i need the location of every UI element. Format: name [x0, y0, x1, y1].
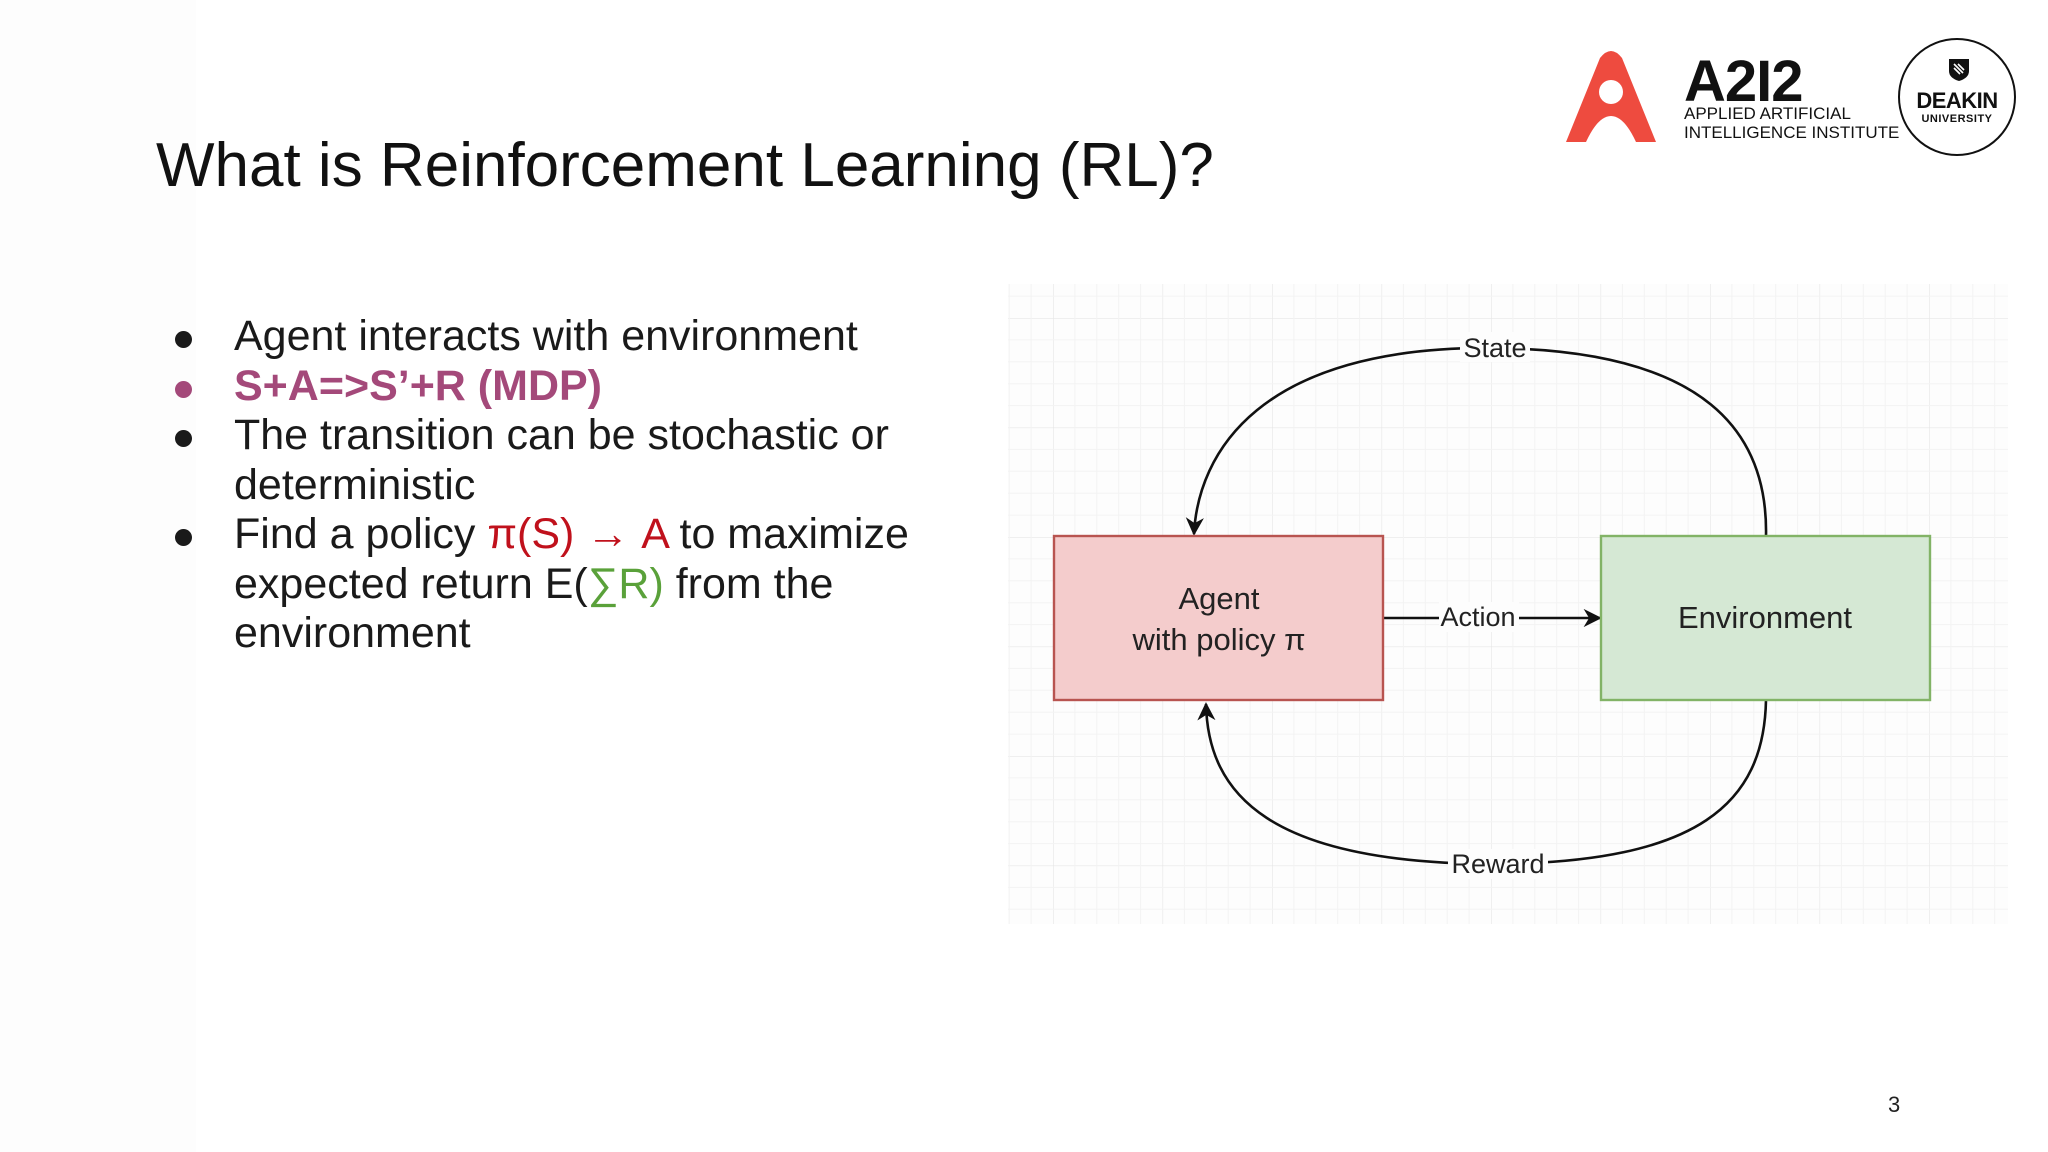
bullet-dot: [175, 380, 192, 398]
sum-expression: ∑R): [587, 559, 664, 608]
bullet-text: S+A=>S’+R (MDP): [234, 361, 602, 410]
rl-diagram: State Action Reward Agent with policy π …: [1008, 284, 2008, 924]
deakin-crest-icon: [1949, 59, 1969, 81]
page-number: 3: [1888, 1092, 1901, 1117]
a2i2-a-icon: [1566, 51, 1656, 142]
bullet-dot: [175, 430, 192, 447]
agent-box: [1052, 534, 1385, 702]
action-label-bg: [1439, 602, 1519, 632]
a2i2-wordmark: A2I2: [1684, 49, 1804, 114]
deakin-name: DEAKIN: [1916, 88, 1998, 113]
environment-box: [1599, 534, 1932, 702]
reward-label: Reward: [1451, 849, 1544, 879]
bullet-item-policy: Find a policy π(S) → A to maximize expec…: [165, 510, 995, 659]
environment-label: Environment: [1678, 600, 1852, 635]
state-label-bg: [1460, 332, 1530, 362]
agent-policy-label: with policy π: [1132, 622, 1306, 657]
slide-left-shade: [0, 0, 196, 1152]
bullet-dot: [175, 331, 192, 348]
bullet-item: Agent interacts with environment: [165, 312, 995, 362]
bullet-text: Agent interacts with environment: [234, 312, 858, 360]
bullet-text-post: from the environment: [234, 559, 834, 658]
agent-label: Agent: [1178, 581, 1259, 616]
policy-expression: π(S) → A: [487, 510, 668, 558]
deakin-sub: UNIVERSITY: [1921, 113, 1993, 125]
bullet-dot: [175, 529, 192, 546]
slide-title: What is Reinforcement Learning (RL)?: [156, 131, 1214, 200]
deakin-logo: DEAKIN UNIVERSITY: [1898, 38, 2016, 156]
a2i2-subtitle-line2: INTELLIGENCE INSTITUTE: [1684, 123, 1900, 142]
bullet-text: The transition can be stochastic or dete…: [234, 411, 889, 509]
reward-label-bg: [1448, 849, 1548, 879]
bullet-text-mid: to maximize expected return E(: [234, 510, 909, 608]
a2i2-subtitle-line1: APPLIED ARTIFICIAL: [1684, 104, 1851, 123]
bullet-item: The transition can be stochastic or dete…: [165, 411, 995, 510]
action-label: Action: [1440, 602, 1515, 632]
bullet-text-pre: Find a policy: [234, 510, 488, 558]
bullet-list: Agent interacts with environment S+A=>S’…: [165, 312, 995, 659]
bullet-item-mdp: S+A=>S’+R (MDP): [165, 362, 995, 412]
state-label: State: [1463, 333, 1526, 363]
